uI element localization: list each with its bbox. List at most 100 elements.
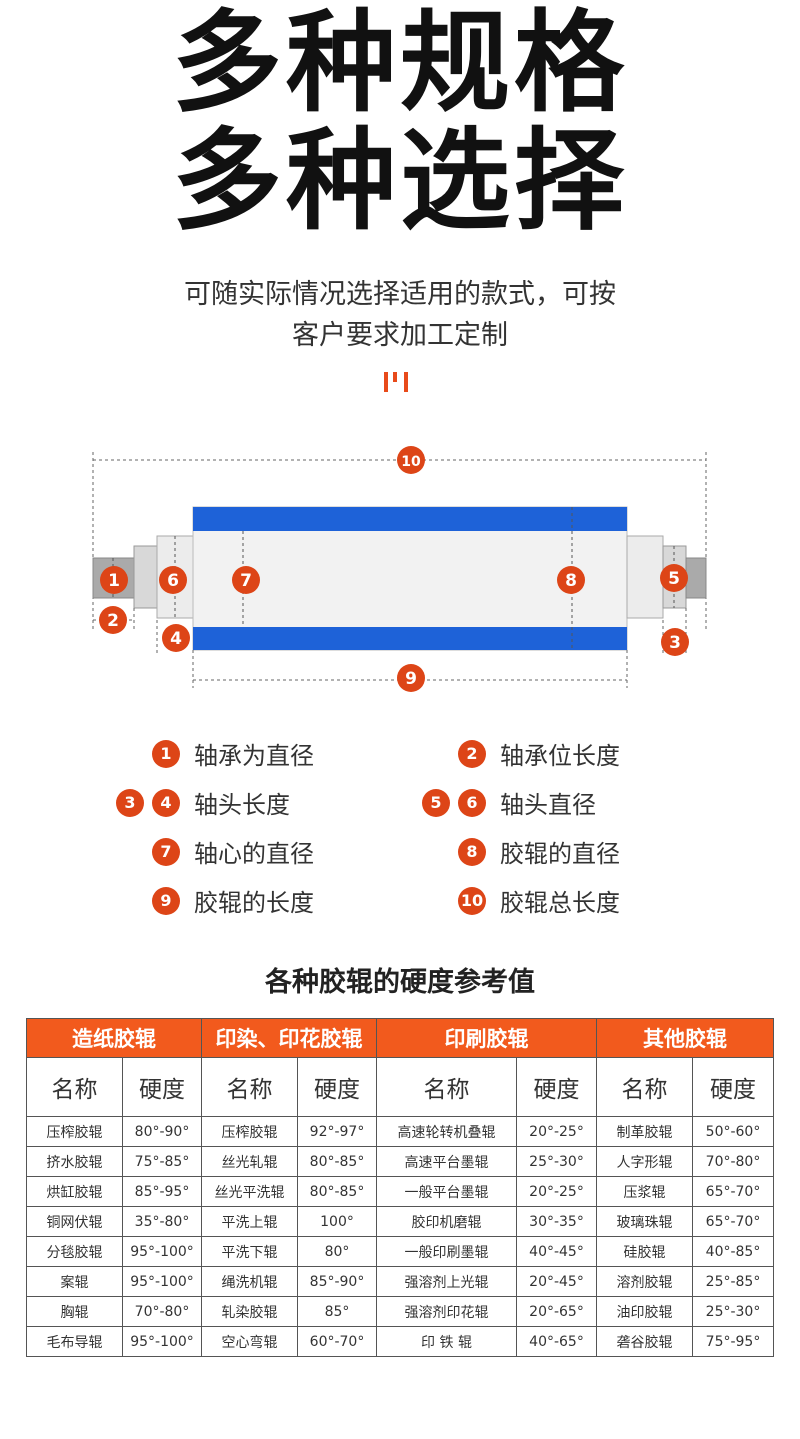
legend-badge: 9 xyxy=(152,886,180,915)
legend-label: 轴心的直径 xyxy=(194,840,314,868)
roller-name-cell: 分毯胶辊 xyxy=(26,1236,123,1267)
roller-name-cell: 丝光轧辊 xyxy=(201,1146,298,1177)
diagram-marker-label: 9 xyxy=(405,669,417,689)
roller-name-cell: 高速轮转机叠辊 xyxy=(376,1116,517,1147)
roller-name-cell: 空心弯辊 xyxy=(201,1326,298,1357)
diagram-marker-2: 2 xyxy=(99,606,127,634)
headline-line-2: 多种选择 xyxy=(172,117,628,245)
legend-label: 轴头直径 xyxy=(500,791,596,819)
hardness-cell: 25°-85° xyxy=(692,1266,774,1297)
hardness-cell: 60°-70° xyxy=(297,1326,377,1357)
roller-name-cell: 印 铁 辊 xyxy=(376,1326,517,1357)
diagram-marker-8: 8 xyxy=(557,566,585,594)
legend-item-8: 10 胶辊总长度 xyxy=(458,883,620,918)
roller-name-cell: 强溶剂印花辊 xyxy=(376,1296,517,1327)
diagram-marker-4: 4 xyxy=(162,624,190,652)
roller-name-cell: 丝光平洗辊 xyxy=(201,1176,298,1207)
diagram-marker-3: 3 xyxy=(661,628,689,656)
hardness-cell: 85°-90° xyxy=(297,1266,377,1297)
legend-item-7: 9 胶辊的长度 xyxy=(152,883,314,918)
column-header-name: 名称 xyxy=(596,1057,693,1117)
column-header-name: 名称 xyxy=(26,1057,123,1117)
group-header: 造纸胶辊 xyxy=(26,1018,202,1058)
hardness-cell: 25°-30° xyxy=(692,1296,774,1327)
hardness-cell: 85°-95° xyxy=(122,1176,202,1207)
legend-item-4: 5 6 轴头直径 xyxy=(422,785,596,820)
hardness-cell: 50°-60° xyxy=(692,1116,774,1147)
column-header-name: 名称 xyxy=(201,1057,298,1117)
hardness-cell: 95°-100° xyxy=(122,1266,202,1297)
hardness-cell: 75°-95° xyxy=(692,1326,774,1357)
hardness-cell: 70°-80° xyxy=(122,1296,202,1327)
legend-badge: 5 xyxy=(422,788,450,817)
group-header: 印刷胶辊 xyxy=(376,1018,597,1058)
roller-name-cell: 烘缸胶辊 xyxy=(26,1176,123,1207)
diagram-marker-label: 2 xyxy=(107,611,119,631)
diagram-marker-label: 4 xyxy=(170,629,182,649)
hardness-cell: 75°-85° xyxy=(122,1146,202,1177)
legend-item-3: 3 4 轴头长度 xyxy=(116,785,290,820)
table-title: 各种胶辊的硬度参考值 xyxy=(265,967,535,998)
roller-name-cell: 一般平台墨辊 xyxy=(376,1176,517,1207)
roller-name-cell: 硅胶辊 xyxy=(596,1236,693,1267)
column-header-hardness: 硬度 xyxy=(692,1057,774,1117)
legend-badge: 6 xyxy=(458,788,486,817)
diagram-marker-label: 1 xyxy=(108,571,120,591)
hardness-cell: 80°-85° xyxy=(297,1176,377,1207)
hardness-cell: 20°-45° xyxy=(516,1266,597,1297)
legend-badge: 4 xyxy=(152,788,180,817)
hardness-table: 造纸胶辊 印染、印花胶辊 印刷胶辊 其他胶辊 名称 硬度 名称 硬度 名称 硬度… xyxy=(26,1018,774,1357)
hardness-cell: 80°-90° xyxy=(122,1116,202,1147)
diagram-marker-9: 9 xyxy=(397,664,425,692)
hardness-cell: 85° xyxy=(297,1296,377,1327)
legend-label: 轴头长度 xyxy=(194,791,290,819)
diagram-marker-label: 6 xyxy=(167,571,179,591)
headline-line-1: 多种规格 xyxy=(172,0,628,127)
diagram-marker-5: 5 xyxy=(660,564,688,592)
column-header-hardness: 硬度 xyxy=(297,1057,377,1117)
roller-name-cell: 绳洗机辊 xyxy=(201,1266,298,1297)
hardness-cell: 95°-100° xyxy=(122,1326,202,1357)
diagram-marker-label: 3 xyxy=(669,633,681,653)
roller-name-cell: 毛布导辊 xyxy=(26,1326,123,1357)
roller-name-cell: 油印胶辊 xyxy=(596,1296,693,1327)
column-header-hardness: 硬度 xyxy=(122,1057,202,1117)
legend-item-6: 8 胶辊的直径 xyxy=(458,834,620,869)
roller-name-cell: 铜网伏辊 xyxy=(26,1206,123,1237)
hardness-cell: 20°-65° xyxy=(516,1296,597,1327)
roller-name-cell: 胶印机磨辊 xyxy=(376,1206,517,1237)
diagram-marker-label: 8 xyxy=(565,571,577,591)
legend-badge: 2 xyxy=(458,739,486,768)
hardness-cell: 40°-85° xyxy=(692,1236,774,1267)
diagram-marker-label: 5 xyxy=(668,569,680,589)
hardness-cell: 40°-45° xyxy=(516,1236,597,1267)
legend-item-5: 7 轴心的直径 xyxy=(152,834,314,869)
subtitle-line-2: 客户要求加工定制 xyxy=(292,320,508,351)
diagram-marker-10: 10 xyxy=(397,446,425,474)
hardness-cell: 20°-25° xyxy=(516,1176,597,1207)
roller-name-cell: 砻谷胶辊 xyxy=(596,1326,693,1357)
hardness-cell: 92°-97° xyxy=(297,1116,377,1147)
roller-name-cell: 轧染胶辊 xyxy=(201,1296,298,1327)
roller-name-cell: 人字形辊 xyxy=(596,1146,693,1177)
legend-label: 轴承为直径 xyxy=(194,742,314,770)
roller-name-cell: 平洗上辊 xyxy=(201,1206,298,1237)
roller-name-cell: 溶剂胶辊 xyxy=(596,1266,693,1297)
hardness-cell: 80°-85° xyxy=(297,1146,377,1177)
roller-name-cell: 胸辊 xyxy=(26,1296,123,1327)
legend-label: 轴承位长度 xyxy=(500,742,620,770)
legend-badge: 1 xyxy=(152,739,180,768)
roller-name-cell: 高速平台墨辊 xyxy=(376,1146,517,1177)
roller-name-cell: 压浆辊 xyxy=(596,1176,693,1207)
hardness-cell: 65°-70° xyxy=(692,1206,774,1237)
group-header: 其他胶辊 xyxy=(596,1018,774,1058)
legend-badge: 3 xyxy=(116,788,144,817)
hardness-cell: 80° xyxy=(297,1236,377,1267)
roller-name-cell: 制革胶辊 xyxy=(596,1116,693,1147)
legend-label: 胶辊总长度 xyxy=(500,889,620,917)
